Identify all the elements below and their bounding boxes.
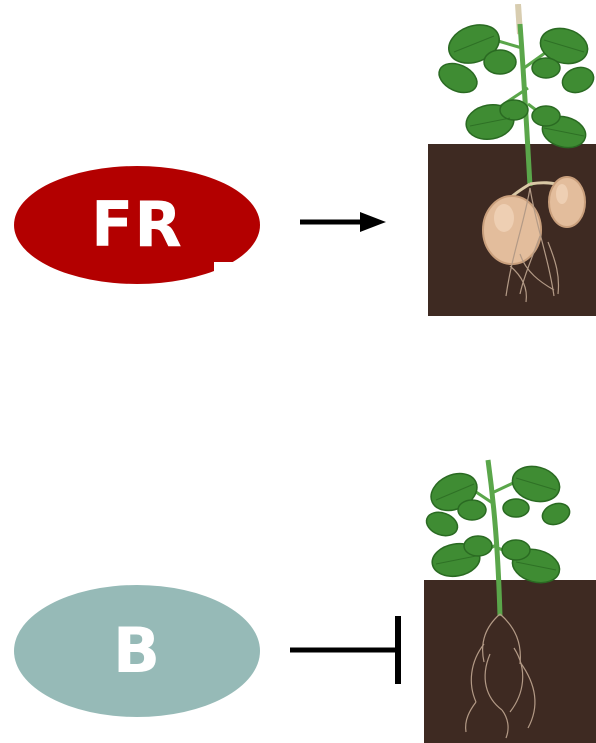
tuber	[482, 195, 542, 265]
tuber	[548, 176, 586, 228]
t-bar-inhibition-icon	[290, 616, 401, 684]
arrow-icon	[300, 212, 386, 232]
soil	[424, 580, 596, 743]
fr-node: FR	[14, 166, 260, 284]
potato-plant-without-tubers-image	[424, 459, 596, 743]
fr-node-notch	[214, 262, 236, 274]
fr-label: FR	[90, 188, 184, 261]
potato-plant-with-tubers-image	[428, 4, 596, 316]
b-node: B	[14, 585, 260, 717]
b-label: B	[112, 614, 162, 687]
